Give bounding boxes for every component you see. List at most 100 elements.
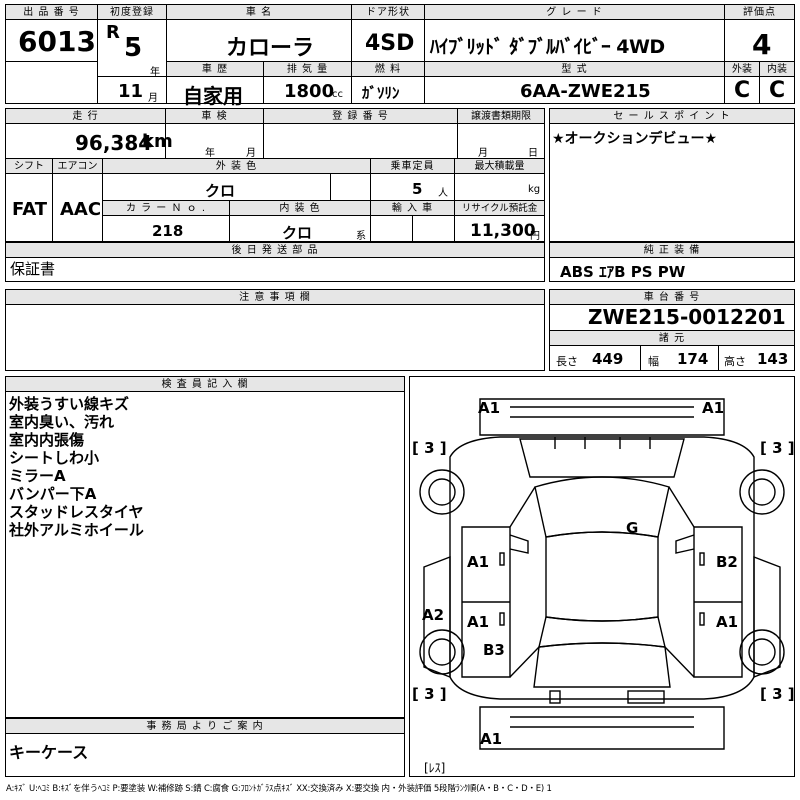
capacity-header: 乗車定員 xyxy=(371,159,454,174)
shift: FAT xyxy=(12,199,48,220)
interior-color: クロ xyxy=(282,224,313,242)
inspector-line: シートしわ小 xyxy=(9,449,100,467)
first-reg-year: 5 xyxy=(124,33,143,63)
interior-color-unit: 系 xyxy=(356,231,366,242)
office-note: キーケース xyxy=(9,743,89,762)
registration-number-header: 登 録 番 号 xyxy=(264,109,457,124)
inspector-box xyxy=(5,376,405,718)
right-doors xyxy=(693,526,743,678)
sales-point-header: セ ー ル ス ポ イ ン ト xyxy=(550,109,794,124)
later-parts-box xyxy=(5,242,545,282)
later-parts-header: 後 日 発 送 部 品 xyxy=(6,243,544,258)
recycle-unit: 円 xyxy=(530,231,540,242)
hood xyxy=(519,438,685,478)
notes-header: 注 意 事 項 欄 xyxy=(6,290,544,305)
color-number-header: カ ラ ー Ｎ ｏ . xyxy=(103,201,229,216)
door-type: 4SD xyxy=(365,31,415,56)
office-header: 事 務 局 よ り ご 案 内 xyxy=(6,719,404,734)
inspector-header: 検 査 員 記 入 欄 xyxy=(6,377,404,392)
mark-front-right: A1 xyxy=(702,399,724,417)
capacity-unit: 人 xyxy=(438,188,448,199)
mark-roof: G xyxy=(626,519,638,537)
windshield xyxy=(534,476,670,538)
interior-color-header: 内 装 色 xyxy=(230,201,370,216)
recycle-fee: 11,300 xyxy=(470,221,536,241)
model-header: 型 式 xyxy=(425,62,724,77)
width-label: 幅 xyxy=(648,355,659,368)
inspector-line: バンパー下A xyxy=(9,485,97,503)
score-header: 評価点 xyxy=(725,5,794,20)
tire-front-left xyxy=(419,469,465,515)
color-header: 外 装 色 xyxy=(103,159,370,174)
inspector-line: 室内臭い、汚れ xyxy=(9,413,115,431)
fuel: ｶﾞｿﾘﾝ xyxy=(362,84,400,102)
inspector-line: 室内内張傷 xyxy=(9,431,85,449)
inspector-line: ミラーA xyxy=(9,467,66,485)
exterior-score: C xyxy=(734,78,751,103)
equipment-box xyxy=(549,242,795,282)
import-header: 輸 入 車 xyxy=(371,201,454,216)
mark-door-fr: B2 xyxy=(716,553,738,571)
mark-tire-fr: [ 3 ] xyxy=(760,439,794,457)
tire-rear-left xyxy=(419,629,465,675)
chassis-number: ZWE215-0012201 xyxy=(588,305,786,329)
inspection-header: 車 検 xyxy=(166,109,263,124)
mark-left-rear: B3 xyxy=(483,641,505,659)
inspector-line: スタッドレスタイヤ xyxy=(9,503,144,521)
mark-tire-rl: [ 3 ] xyxy=(412,685,447,703)
month-unit: 月 xyxy=(148,93,158,104)
inspector-line: 社外アルミホイール xyxy=(9,521,144,539)
mark-left-side: A2 xyxy=(422,606,444,624)
mileage-unit: km xyxy=(142,131,173,152)
recycle-header: リサイクル預託金 xyxy=(455,201,544,216)
mark-tire-rr: [ 3 ] xyxy=(760,685,794,703)
front-bumper xyxy=(479,398,725,436)
displacement: 1800 xyxy=(284,81,335,102)
car-damage-diagram: A1 A1 [ 3 ] [ 3 ] G A1 B2 A2 A1 A1 B3 [ … xyxy=(412,398,794,775)
displacement-unit: cc xyxy=(332,89,343,100)
exterior-header: 外装 xyxy=(725,62,759,77)
transfer-deadline-header: 譲渡書類期限 xyxy=(458,109,544,124)
car-name: カローラ xyxy=(226,36,315,61)
roof xyxy=(545,531,659,622)
max-load-unit: kg xyxy=(528,184,541,195)
lot-number-header: 出 品 番 号 xyxy=(6,5,97,20)
later-parts: 保証書 xyxy=(10,260,56,278)
mark-spare: [ﾚｽ] xyxy=(424,761,445,775)
damage-diagram-box xyxy=(409,376,795,777)
transfer-month-unit: 月 xyxy=(478,148,488,159)
trunk xyxy=(533,642,671,688)
color-number: 218 xyxy=(152,222,184,240)
exterior-color: クロ xyxy=(205,182,236,200)
mark-door-fl: A1 xyxy=(467,553,489,571)
shift-header: シフト xyxy=(6,159,52,174)
sales-point: ★オークションデビュー★ xyxy=(552,131,718,147)
displacement-header: 排 気 量 xyxy=(264,62,351,77)
first-registration-header: 初度登録 xyxy=(98,5,166,20)
aircon: AAC xyxy=(60,199,102,220)
fuel-header: 燃 料 xyxy=(352,62,424,77)
chassis-header: 車 台 番 号 xyxy=(550,290,794,305)
equipment-header: 純 正 装 備 xyxy=(550,243,794,258)
mileage: 96,384 xyxy=(75,131,153,155)
mark-door-rl: A1 xyxy=(467,613,489,631)
mark-door-rr: A1 xyxy=(716,613,738,631)
header-table xyxy=(5,4,795,104)
length-label: 長さ xyxy=(556,355,578,368)
grade: ﾊｲﾌﾞﾘｯﾄﾞ ﾀﾞﾌﾞﾙﾊﾞｲﾋﾞｰ 4WD xyxy=(430,36,665,58)
year-unit: 年 xyxy=(150,67,160,78)
mark-tire-fl: [ 3 ] xyxy=(412,439,447,457)
inspector-notes: 外装うすい線キズ 室内臭い、汚れ 室内内張傷 シートしわ小 ミラーA バンパー下… xyxy=(9,395,144,539)
history: 自家用 xyxy=(183,84,243,108)
inspector-line: 外装うすい線キズ xyxy=(9,395,130,413)
specs-header: 諸 元 xyxy=(550,331,794,346)
tire-rear-right xyxy=(739,629,785,675)
interior-score: C xyxy=(769,78,786,103)
inspection-year-unit: 年 xyxy=(205,148,215,159)
car-name-header: 車 名 xyxy=(167,5,351,20)
lot-number: 6013 xyxy=(18,25,96,58)
mark-rear: A1 xyxy=(480,730,502,748)
score: 4 xyxy=(752,28,772,61)
interior-header: 内装 xyxy=(760,62,794,77)
mileage-header: 走 行 xyxy=(6,109,165,124)
